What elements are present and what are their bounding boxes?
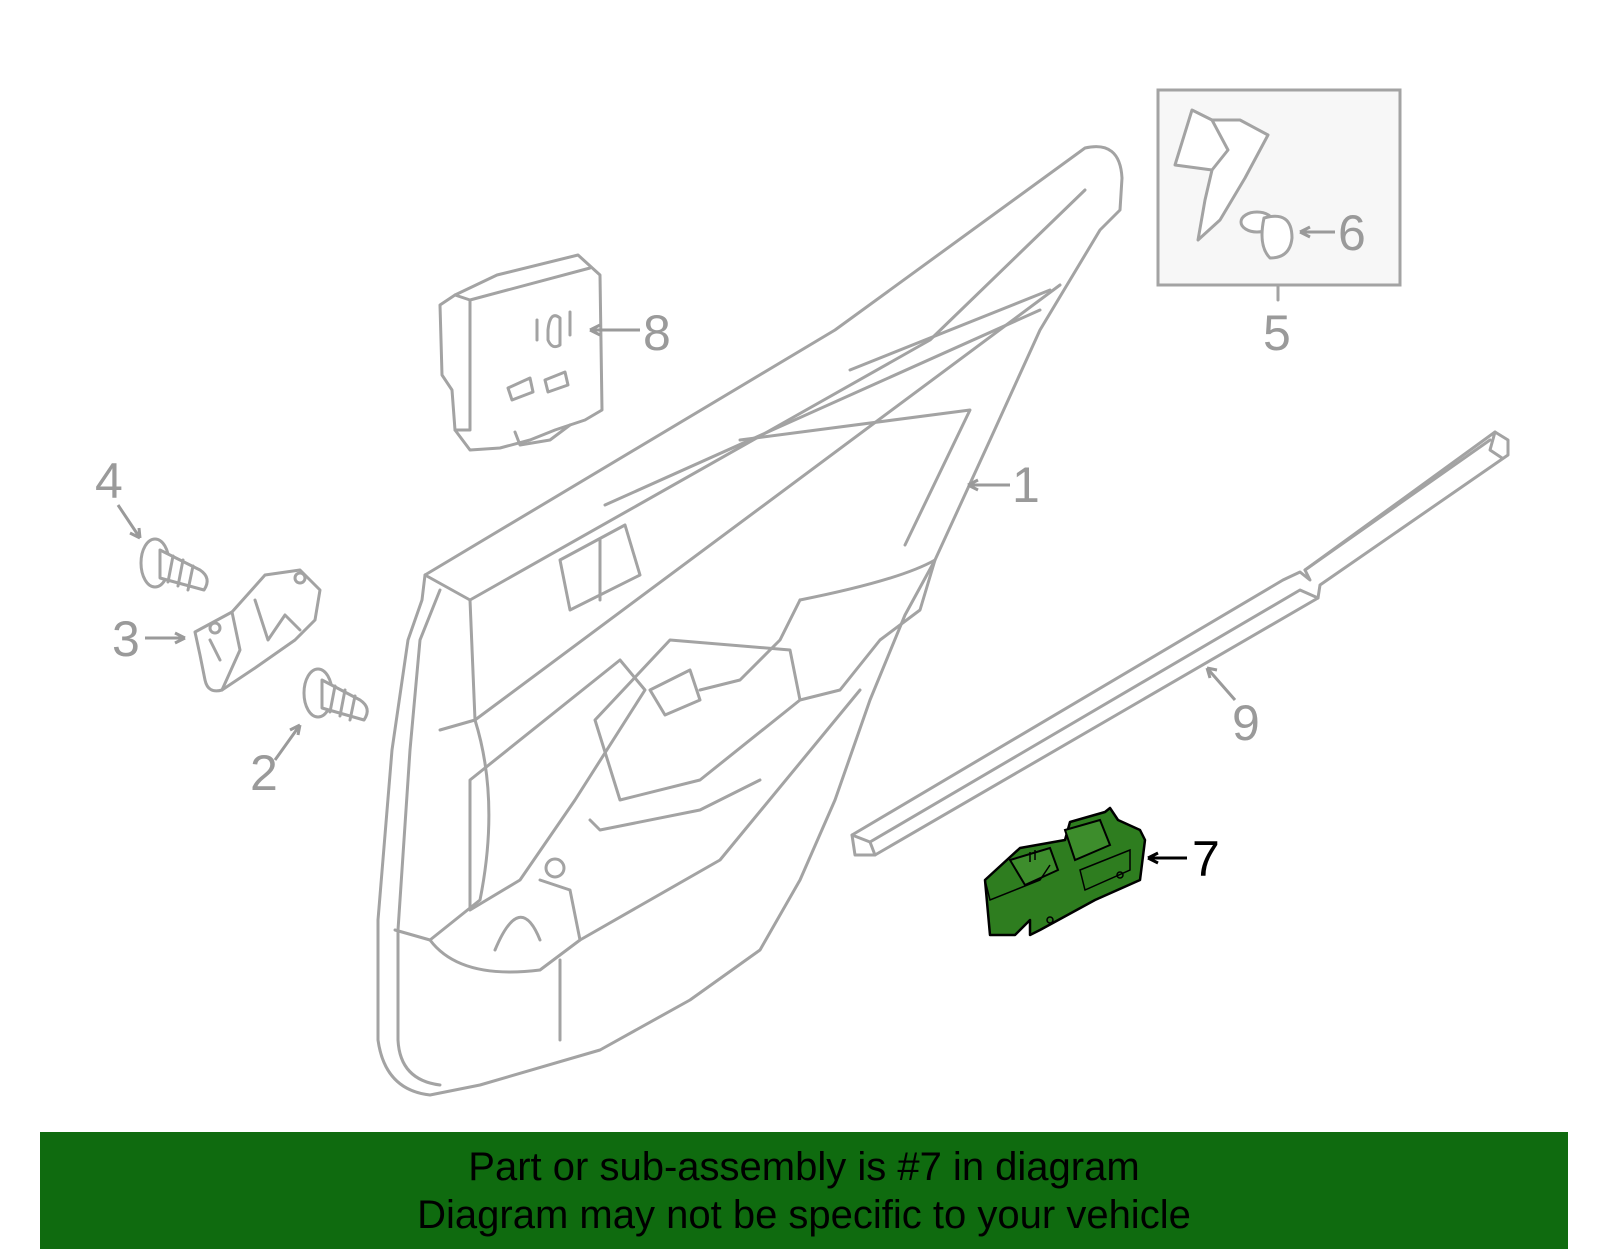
callout-5[interactable]: 5 <box>1263 305 1291 361</box>
banner-line-1: Part or sub-assembly is #7 in diagram <box>468 1144 1140 1189</box>
callout-9[interactable]: 9 <box>1232 695 1260 751</box>
info-banner: Part or sub-assembly is #7 in diagram Di… <box>40 1132 1568 1249</box>
part-5-trim-kit[interactable] <box>1156 88 1402 302</box>
callout-7[interactable]: 7 <box>1192 831 1220 887</box>
callout-6[interactable]: 6 <box>1338 205 1366 261</box>
callout-3[interactable]: 3 <box>112 611 140 667</box>
callout-1[interactable]: 1 <box>1012 457 1040 513</box>
part-1-door-trim-panel[interactable] <box>376 145 1124 1097</box>
part-8-switch-bezel[interactable] <box>438 253 604 452</box>
part-3-bracket[interactable] <box>193 568 322 693</box>
callout-2[interactable]: 2 <box>250 745 278 801</box>
callout-4[interactable]: 4 <box>95 453 123 509</box>
banner-line-2: Diagram may not be specific to your vehi… <box>417 1192 1191 1237</box>
leader-lines <box>116 225 1335 865</box>
part-7-window-switch[interactable] <box>983 806 1147 937</box>
part-9-weatherstrip[interactable] <box>850 430 1510 857</box>
part-6-clip[interactable] <box>1239 210 1294 260</box>
callout-8[interactable]: 8 <box>643 305 671 361</box>
part-4-screw[interactable] <box>139 537 209 592</box>
part-2-screw[interactable] <box>302 667 369 722</box>
